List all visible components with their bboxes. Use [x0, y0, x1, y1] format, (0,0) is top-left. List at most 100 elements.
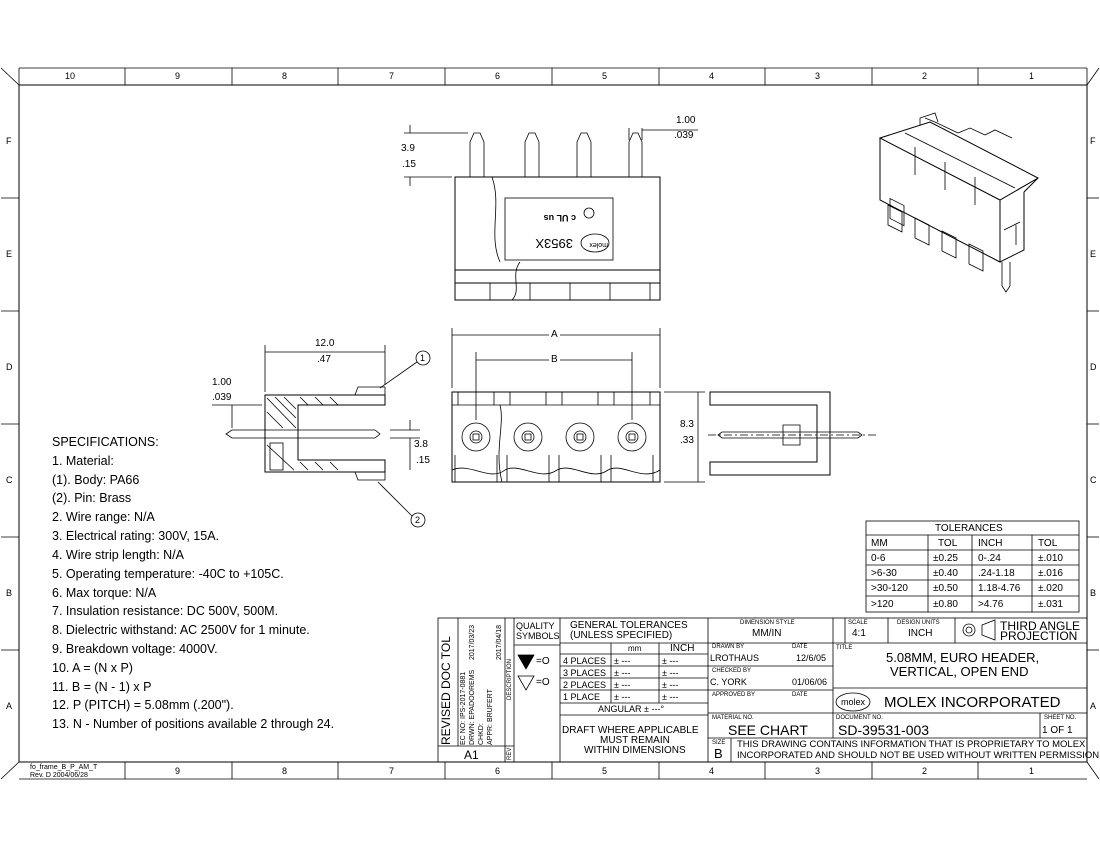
tolerance-cell: >4.76: [978, 599, 1004, 610]
checked-by: C. YORK: [710, 677, 747, 687]
zone-label-top: 3: [815, 71, 821, 81]
row-label-left: E: [6, 249, 13, 259]
places-label: 2 PLACES: [563, 680, 607, 690]
drawn-date: 12/6/05: [796, 653, 827, 663]
zone-label-bottom: 9: [175, 766, 181, 776]
angular-tolerance: ANGULAR ± ---°: [598, 704, 665, 714]
row-label-right: D: [1090, 362, 1097, 372]
spec-item: 2. Wire range: N/A: [52, 510, 155, 524]
places-inch: ± ---: [662, 692, 679, 702]
tolerance-table-title: TOLERANCES: [935, 523, 1003, 534]
places-inch: ± ---: [662, 656, 679, 666]
places-label: 1 PLACE: [563, 692, 601, 702]
revision-drwn-date: 2017/03/23: [469, 624, 476, 660]
zone-label-top: 9: [175, 71, 181, 81]
scale-label: SCALE: [848, 620, 868, 626]
material-no: SEE CHART: [728, 722, 808, 738]
date-label: DATE: [792, 692, 808, 698]
spec-item: 5. Operating temperature: -40C to +105C.: [52, 567, 284, 581]
zone-label-top: 5: [602, 71, 608, 81]
revision-note: REVISED DOC TOL: [439, 636, 453, 745]
dim-pin-length-in: .15: [402, 159, 416, 170]
tolerance-col-inch: INCH: [670, 643, 695, 654]
spec-item: 3. Electrical rating: 300V, 15A.: [52, 529, 219, 543]
draft-note: WITHIN DIMENSIONS: [584, 745, 686, 756]
zone-label-top: 2: [922, 71, 928, 81]
document-no-label: DOCUMENT NO.: [836, 715, 883, 721]
tolerance-cell: >6-30: [871, 568, 897, 579]
row-label-right: E: [1090, 249, 1097, 259]
zone-label-top: 7: [389, 71, 395, 81]
row-label-right: A: [1090, 701, 1097, 711]
sheet-no-label: SHEET NO.: [1044, 715, 1077, 721]
tolerance-cell: >30-120: [871, 583, 908, 594]
dimension-style: MM/IN: [752, 628, 782, 639]
size-label: SIZE: [712, 740, 726, 746]
spec-item: 10. A = (N x P): [52, 661, 133, 675]
quality-symbol-value: =O: [536, 656, 550, 667]
tolerance-header: TOL: [1038, 538, 1058, 549]
zone-label-top: 1: [1029, 71, 1035, 81]
tolerance-cell: ±.010: [1038, 553, 1063, 564]
rev-label: REV: [507, 747, 513, 760]
places-label: 3 PLACES: [563, 668, 607, 678]
revision-appr: APPR: BRUFERT: [487, 689, 494, 745]
tolerance-header: INCH: [978, 538, 1003, 549]
proprietary-notice: INCORPORATED AND SHOULD NOT BE USED WITH…: [737, 750, 1100, 761]
quality-symbol-value: =O: [536, 677, 550, 688]
zone-label-bottom: 8: [282, 766, 288, 776]
tolerance-cell: ±0.40: [933, 568, 958, 579]
zone-ticks: [0, 67, 1100, 780]
tolerance-cell: ±.020: [1038, 583, 1063, 594]
spec-item: 7. Insulation resistance: DC 500V, 500M.: [52, 604, 279, 618]
company-name: MOLEX INCORPORATED: [884, 694, 1061, 711]
draft-note: DRAFT WHERE APPLICABLE: [562, 725, 699, 736]
dim-a-label: A: [549, 329, 560, 340]
tolerance-header: TOL: [938, 538, 958, 549]
dim-pin-side-in: .039: [212, 392, 232, 403]
zone-label-top: 10: [65, 71, 76, 81]
dim-height-mm: 8.3: [680, 419, 694, 430]
tolerance-cell: ±.031: [1038, 599, 1063, 610]
frame-id: fo_frame_B_P_AM_T: [30, 764, 98, 771]
places-inch: ± ---: [662, 668, 679, 678]
dim-pin-side-mm: 1.00: [212, 377, 232, 388]
draft-note: MUST REMAIN: [600, 735, 670, 746]
row-label-left: D: [6, 362, 13, 372]
design-units: INCH: [908, 628, 933, 639]
zone-label-bottom: 3: [815, 766, 821, 776]
zone-label-bottom: 1: [1029, 766, 1035, 776]
drawing-title-line1: 5.08MM, EURO HEADER,: [886, 650, 1040, 665]
zone-label-top: 8: [282, 71, 288, 81]
revision-ec-no: EC NO: IPS-2017-0881: [460, 671, 467, 745]
general-tolerances-title: GENERAL TOLERANCES: [570, 620, 688, 631]
spec-item: 11. B = (N - 1) x P: [52, 680, 152, 694]
zone-label-bottom: 6: [495, 766, 501, 776]
scale: 4:1: [852, 628, 866, 639]
zone-label-bottom: 4: [709, 766, 715, 776]
tolerance-cell: 0-6: [871, 553, 886, 564]
isometric-view: [878, 112, 1040, 293]
tolerance-cell: ±0.25: [933, 553, 958, 564]
dim-b-label: B: [549, 354, 560, 365]
molex-logo: molex: [841, 697, 866, 707]
ul-mark-icon: c UL us: [543, 213, 576, 223]
places-mm: ± ---: [614, 668, 631, 678]
tolerance-cell: >120: [871, 599, 894, 610]
proprietary-notice: THIS DRAWING CONTAINS INFORMATION THAT I…: [737, 739, 1086, 750]
top-view: [404, 125, 698, 301]
date-label: DATE: [792, 644, 808, 650]
revision-letter: A1: [464, 748, 479, 762]
places-mm: ± ---: [614, 656, 631, 666]
tolerance-table-grid: [865, 520, 1080, 613]
tolerance-cell: 0-.24: [978, 553, 1001, 564]
dim-pin-tip-mm: 1.00: [676, 115, 696, 126]
spec-item: 13. N - Number of positions available 2 …: [52, 717, 335, 731]
title-label: TITLE: [836, 645, 853, 651]
projection-line1: THIRD ANGLE: [1000, 619, 1081, 633]
general-tolerances-subtitle: (UNLESS SPECIFIED): [570, 630, 673, 641]
row-label-right: F: [1090, 136, 1096, 146]
row-label-left: F: [6, 136, 12, 146]
places-inch: ± ---: [662, 680, 679, 690]
